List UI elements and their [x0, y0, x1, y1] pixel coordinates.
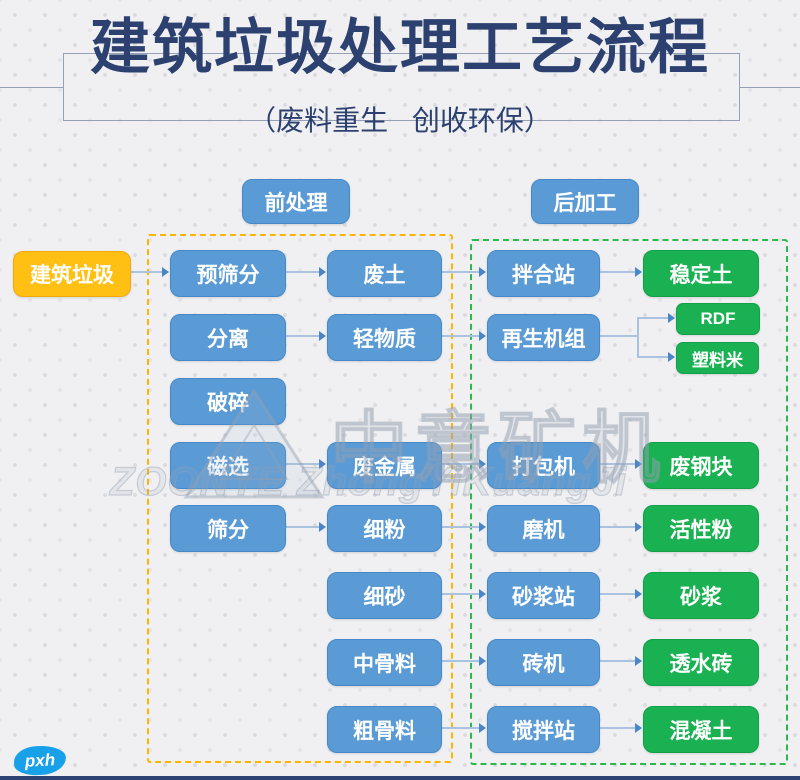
- node-fine-sand: 细砂: [327, 572, 442, 619]
- flow-arrow-head: [319, 267, 326, 277]
- flow-arrow-head: [479, 522, 486, 532]
- flow-arrow-head: [635, 656, 642, 666]
- node-pre-screening: 预筛分: [170, 250, 286, 297]
- flow-arrow-head: [319, 522, 326, 532]
- flow-arrow-line: [598, 593, 636, 595]
- output-plastic-pellets: 塑料米: [676, 342, 759, 374]
- frame-line-left: [0, 87, 63, 88]
- flow-arrow-head: [635, 522, 642, 532]
- flow-arrow-head: [479, 656, 486, 666]
- flow-arrow-head: [319, 459, 326, 469]
- output-stabilized-soil: 稳定土: [643, 250, 759, 297]
- flow-arrow-line: [440, 526, 480, 528]
- section-header-post: 后加工: [531, 179, 639, 224]
- flow-arrow-head: [479, 723, 486, 733]
- flow-arrow-head: [162, 267, 169, 277]
- output-mortar: 砂浆: [643, 572, 759, 619]
- flow-arrow-head: [668, 352, 675, 362]
- node-regeneration-unit: 再生机组: [487, 314, 600, 361]
- flow-arrow-line: [440, 660, 480, 662]
- branch-split-line: [637, 317, 639, 358]
- output-concrete: 混凝土: [643, 706, 759, 753]
- output-scrap-steel: 废钢块: [643, 442, 759, 489]
- flow-arrow-line: [440, 463, 480, 465]
- flow-arrow-line: [284, 463, 320, 465]
- pre-processing-zone: [147, 234, 453, 763]
- flow-arrow-line: [637, 317, 669, 319]
- flow-arrow-head: [635, 723, 642, 733]
- node-scrap-metal: 废金属: [327, 442, 442, 489]
- flow-arrow-line: [598, 660, 636, 662]
- bottom-border: [0, 776, 800, 780]
- node-magnetic-separation: 磁选: [170, 442, 286, 489]
- node-medium-aggregate: 中骨料: [327, 639, 442, 686]
- flow-arrow-line: [440, 335, 480, 337]
- node-batching-plant: 搅拌站: [487, 706, 600, 753]
- flow-arrow-head: [668, 313, 675, 323]
- node-mill: 磨机: [487, 505, 600, 552]
- page-title: 建筑垃圾处理工艺流程: [90, 14, 710, 81]
- source-construction-waste: 建筑垃圾: [13, 251, 131, 297]
- flow-arrow-line: [598, 526, 636, 528]
- flow-arrow-line: [129, 271, 163, 273]
- flow-arrow-line: [598, 271, 636, 273]
- flow-arrow-line: [598, 463, 636, 465]
- node-waste-soil: 废土: [327, 250, 442, 297]
- flow-arrow-head: [635, 267, 642, 277]
- flow-arrow-line: [284, 526, 320, 528]
- flow-arrow-head: [319, 331, 326, 341]
- flow-arrow-line: [440, 271, 480, 273]
- flow-arrow-head: [479, 589, 486, 599]
- flow-arrow-line: [440, 727, 480, 729]
- node-crushing: 破碎: [170, 378, 286, 425]
- node-mixing-plant: 拌合站: [487, 250, 600, 297]
- node-separation: 分离: [170, 314, 286, 361]
- output-active-powder: 活性粉: [643, 505, 759, 552]
- output-permeable-brick: 透水砖: [643, 639, 759, 686]
- frame-line-right: [739, 87, 800, 88]
- page-subtitle: （废料重生 创收环保）: [248, 105, 552, 136]
- node-light-material: 轻物质: [327, 314, 442, 361]
- flow-arrow-line: [284, 271, 320, 273]
- post-processing-zone: [470, 239, 788, 765]
- node-baler: 打包机: [487, 442, 600, 489]
- section-header-pre: 前处理: [242, 179, 350, 224]
- flow-arrow-line: [284, 335, 320, 337]
- output-rdf: RDF: [676, 303, 760, 335]
- flow-arrow-head: [479, 267, 486, 277]
- pxh-stamp: pxh: [13, 744, 67, 777]
- node-mortar-station: 砂浆站: [487, 572, 600, 619]
- flow-arrow-line: [440, 593, 480, 595]
- branch-stem-line: [598, 335, 638, 337]
- node-coarse-aggregate: 粗骨料: [327, 706, 442, 753]
- node-fine-powder: 细粉: [327, 505, 442, 552]
- flow-arrow-head: [479, 331, 486, 341]
- node-screening: 筛分: [170, 505, 286, 552]
- flow-arrow-head: [479, 459, 486, 469]
- flow-arrow-line: [637, 356, 669, 358]
- flow-arrow-head: [635, 589, 642, 599]
- node-brick-machine: 砖机: [487, 639, 600, 686]
- flow-arrow-line: [598, 727, 636, 729]
- flow-arrow-head: [635, 459, 642, 469]
